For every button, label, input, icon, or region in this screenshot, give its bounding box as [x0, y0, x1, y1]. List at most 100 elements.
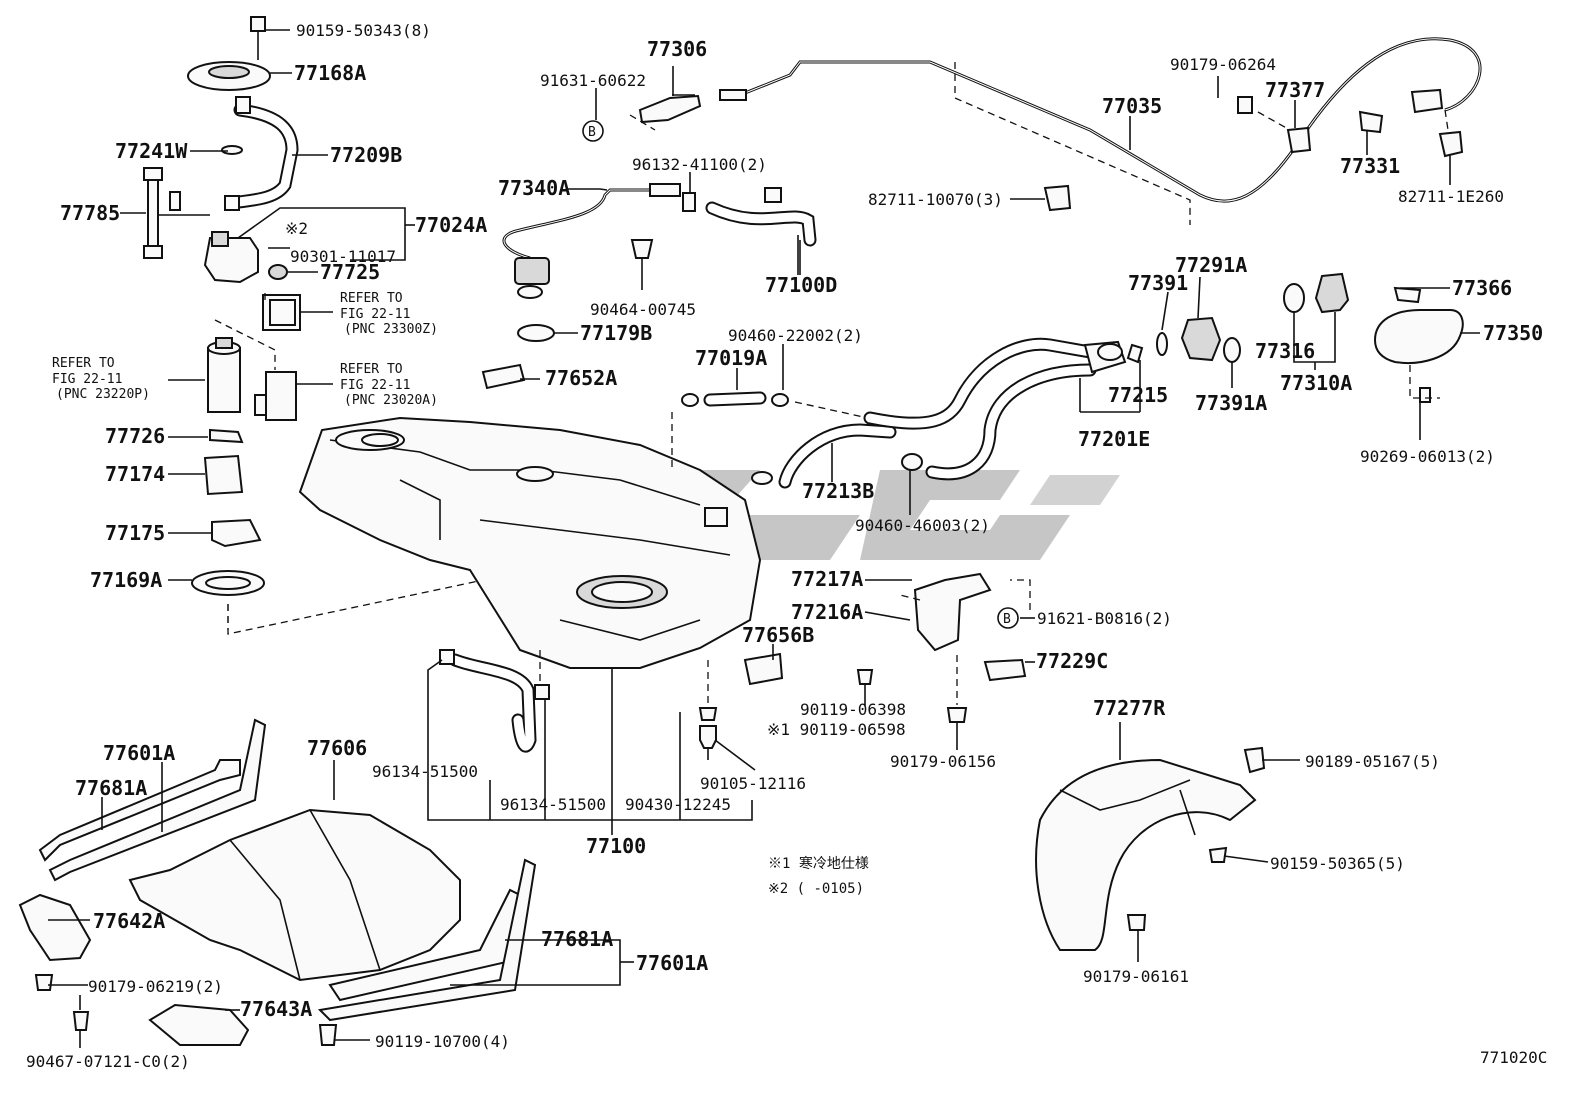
ref-3-line3: (PNC 23020A) [344, 393, 438, 408]
label-77725: 77725 [320, 260, 380, 284]
footnote-2: ※2 ( -0105) [768, 881, 864, 897]
label-77100D: 77100D [765, 273, 837, 297]
label-77179B: 77179B [580, 321, 652, 345]
label-82711-10070: 82711-10070(3) [868, 190, 1003, 209]
label-96134-51500-b: 96134-51500 [500, 795, 606, 814]
label-77306: 77306 [647, 37, 707, 61]
label-77209B: 77209B [330, 143, 402, 167]
part-labels: 90159-50343(8) 77168A 77241W 77209B 7778… [26, 21, 1543, 1071]
drain-hose [439, 649, 718, 760]
label-77241W: 77241W [115, 139, 188, 163]
label-77601A-left: 77601A [103, 741, 175, 765]
label-90179-06156: 90179-06156 [890, 752, 996, 771]
label-77169A: 77169A [90, 568, 162, 592]
label-90105-12116: 90105-12116 [700, 774, 806, 793]
protector-77606 [128, 808, 461, 982]
label-90301-11017: 90301-11017 [290, 247, 396, 266]
label-90460-22002: 90460-22002(2) [728, 326, 863, 345]
label-90159-50343: 90159-50343(8) [296, 21, 431, 40]
ref-1-line2: FIG 22-11 [340, 307, 410, 322]
ref-1-line3: (PNC 23300Z) [344, 322, 438, 337]
fuel-lid-77350 [1373, 309, 1464, 364]
fuel-pump-assembly [143, 16, 721, 635]
label-77316: 77316 [1255, 339, 1315, 363]
label-77174: 77174 [105, 462, 165, 486]
tank-bands [18, 718, 537, 1046]
label-90460-46003: 90460-46003(2) [855, 516, 990, 535]
lever-77306 [638, 94, 702, 124]
label-77340A: 77340A [498, 176, 570, 200]
cap-77310A [1314, 272, 1350, 314]
callout-b-letter-top: B [588, 125, 596, 140]
label-77391A: 77391A [1195, 391, 1267, 415]
label-77168A: 77168A [294, 61, 366, 85]
label-77726: 77726 [105, 424, 165, 448]
label-90179-06161: 90179-06161 [1083, 967, 1189, 986]
footnotes: ※1 寒冷地仕様 ※2 ( -0105) [768, 855, 869, 897]
label-96132-41100: 96132-41100(2) [632, 155, 767, 174]
label-90189-05167: 90189-05167(5) [1305, 752, 1440, 771]
label-90159-50365: 90159-50365(5) [1270, 854, 1405, 873]
label-77785: 77785 [60, 201, 120, 225]
ref-2-line2: FIG 22-11 [52, 372, 122, 387]
gasket-77725 [268, 264, 288, 280]
label-note2-marker: ※2 [285, 219, 308, 238]
label-77606: 77606 [307, 736, 367, 760]
label-77229C: 77229C [1036, 649, 1108, 673]
ref-2-line1: REFER TO [52, 356, 115, 371]
label-77215: 77215 [1108, 383, 1168, 407]
label-90119-06398: 90119-06398 [800, 700, 906, 719]
label-77291A: 77291A [1175, 253, 1247, 277]
footnote-1: ※1 寒冷地仕様 [768, 855, 869, 872]
diagram-code: 771020C [1480, 1048, 1547, 1067]
fuel-pump [207, 347, 241, 413]
label-90119-06598: ※1 90119-06598 [767, 720, 906, 739]
grommet-77179B [517, 324, 555, 342]
label-96134-51500-a: 96134-51500 [372, 762, 478, 781]
pump-bracket-77024A [203, 237, 259, 284]
protector-77642A [18, 893, 92, 962]
label-77216A: 77216A [791, 600, 863, 624]
label-77331: 77331 [1340, 154, 1400, 178]
label-77377: 77377 [1265, 78, 1325, 102]
label-77175: 77175 [105, 521, 165, 545]
label-77350: 77350 [1483, 321, 1543, 345]
label-90464-00745: 90464-00745 [590, 300, 696, 319]
label-90179-06219: 90179-06219(2) [88, 977, 223, 996]
label-91621-B0816: 91621-B0816(2) [1037, 609, 1172, 628]
pump-cup-77174 [203, 454, 244, 496]
label-77201E: 77201E [1078, 427, 1150, 451]
label-77642A: 77642A [93, 909, 165, 933]
label-77277R: 77277R [1093, 696, 1166, 720]
label-77643A: 77643A [240, 997, 312, 1021]
lid-cable-77035 [629, 37, 1482, 225]
label-77681A-right: 77681A [541, 927, 613, 951]
label-77310A: 77310A [1280, 371, 1352, 395]
ref-3-line1: REFER TO [340, 362, 403, 377]
label-77100: 77100 [586, 834, 646, 858]
label-77652A: 77652A [545, 366, 617, 390]
label-90179-06264: 90179-06264 [1170, 55, 1276, 74]
callout-b-letter-right: B [1003, 612, 1011, 627]
leader-lines [48, 29, 1480, 1048]
label-90119-10700: 90119-10700(4) [375, 1032, 510, 1051]
label-77601A-right: 77601A [636, 951, 708, 975]
protector-77643A [148, 1003, 250, 1046]
label-77019A: 77019A [695, 346, 767, 370]
ref-3-line2: FIG 22-11 [340, 378, 410, 393]
label-77217A: 77217A [791, 567, 863, 591]
vent-lines [502, 183, 869, 470]
label-77656B: 77656B [742, 623, 814, 647]
label-77024A: 77024A [415, 213, 487, 237]
filler-pipe-77201E [751, 272, 1464, 489]
label-77366: 77366 [1452, 276, 1512, 300]
label-77035: 77035 [1102, 94, 1162, 118]
label-90467-07121-C0: 90467-07121-C0(2) [26, 1052, 190, 1071]
fender-liner-77277R [1035, 746, 1266, 951]
fuel-tank-77100 [298, 416, 762, 669]
fuel-cap-77291A [1180, 316, 1222, 362]
ref-2-line3: (PNC 23220P) [56, 387, 150, 402]
tank-pads [481, 363, 784, 686]
label-90430-12245: 90430-12245 [625, 795, 731, 814]
